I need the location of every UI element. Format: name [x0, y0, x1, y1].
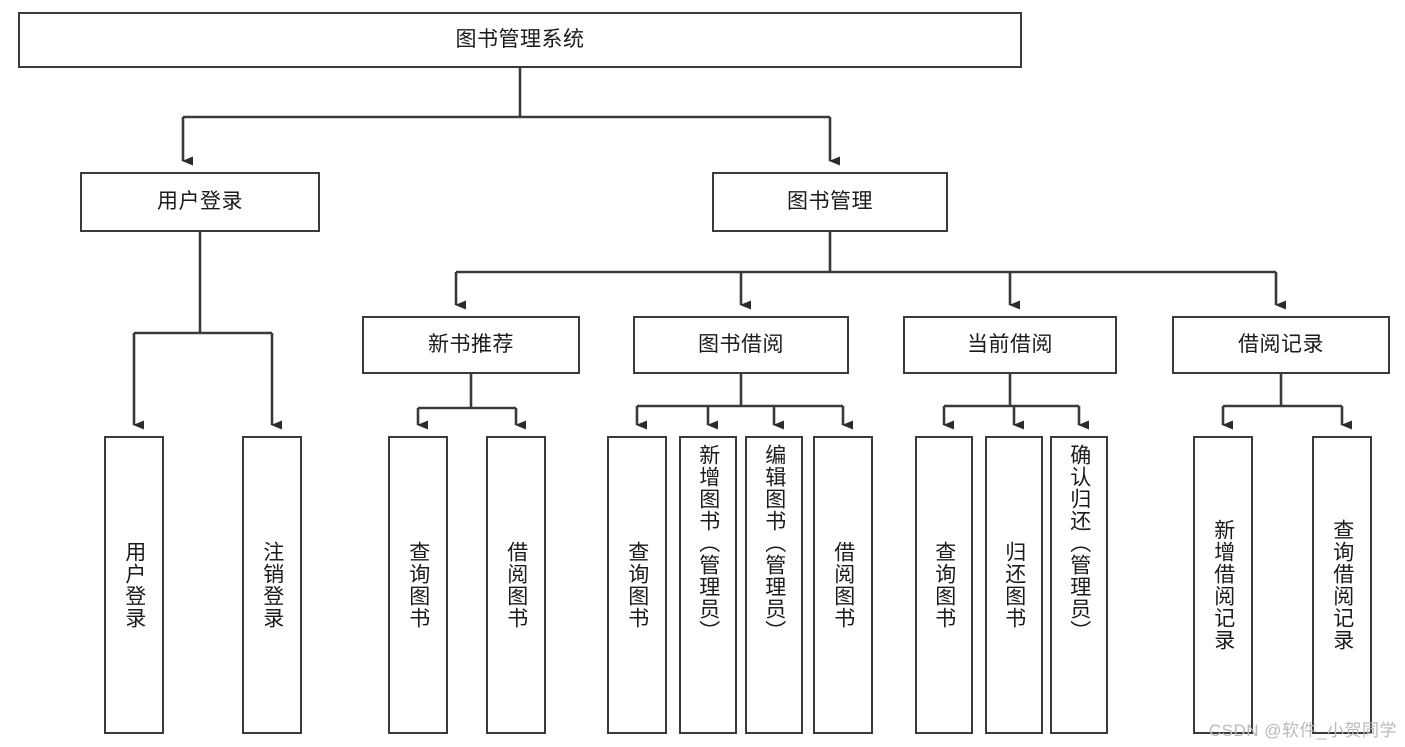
node-leaf-1-注销登录-label: 注销登录	[260, 541, 284, 629]
node-leaf-11-新增借阅记录-label: 新增借阅记录	[1211, 519, 1235, 651]
node-leaf-8-查询图书-label: 查询图书	[932, 541, 956, 629]
node-level3-新书推荐-label: 新书推荐	[428, 333, 514, 357]
node-level3-图书借阅[interactable]: 图书借阅	[633, 316, 849, 374]
node-leaf-9-归还图书[interactable]: 归还图书	[985, 436, 1043, 734]
node-leaf-1-注销登录[interactable]: 注销登录	[242, 436, 302, 734]
node-leaf-6-编辑图书（管理员）[interactable]: 编辑图书（管理员）	[745, 436, 803, 734]
node-level3-当前借阅-label: 当前借阅	[967, 333, 1053, 357]
node-level3-新书推荐[interactable]: 新书推荐	[362, 316, 580, 374]
node-leaf-5-新增图书（管理员）-label: 新增图书（管理员）	[696, 444, 720, 642]
node-leaf-12-查询借阅记录[interactable]: 查询借阅记录	[1312, 436, 1372, 734]
node-leaf-3-借阅图书[interactable]: 借阅图书	[486, 436, 546, 734]
node-level3-图书借阅-label: 图书借阅	[698, 333, 784, 357]
node-level3-当前借阅[interactable]: 当前借阅	[903, 316, 1117, 374]
node-leaf-11-新增借阅记录[interactable]: 新增借阅记录	[1193, 436, 1253, 734]
node-leaf-2-查询图书-label: 查询图书	[406, 541, 430, 629]
node-level2-图书管理[interactable]: 图书管理	[712, 172, 948, 232]
node-leaf-7-借阅图书[interactable]: 借阅图书	[813, 436, 873, 734]
node-leaf-10-确认归还（管理员）-label: 确认归还（管理员）	[1067, 444, 1091, 642]
node-leaf-4-查询图书[interactable]: 查询图书	[607, 436, 667, 734]
node-level2-用户登录-label: 用户登录	[157, 190, 243, 214]
node-leaf-3-借阅图书-label: 借阅图书	[504, 541, 528, 629]
node-leaf-0-用户登录[interactable]: 用户登录	[104, 436, 164, 734]
node-level2-图书管理-label: 图书管理	[787, 190, 873, 214]
node-leaf-12-查询借阅记录-label: 查询借阅记录	[1330, 519, 1354, 651]
node-level3-借阅记录[interactable]: 借阅记录	[1172, 316, 1390, 374]
node-leaf-5-新增图书（管理员）[interactable]: 新增图书（管理员）	[679, 436, 737, 734]
node-root-图书管理系统[interactable]: 图书管理系统	[18, 12, 1022, 68]
watermark-text: CSDN @软件_小贺同学	[1208, 721, 1397, 740]
node-leaf-2-查询图书[interactable]: 查询图书	[388, 436, 448, 734]
node-leaf-6-编辑图书（管理员）-label: 编辑图书（管理员）	[762, 444, 786, 642]
node-leaf-0-用户登录-label: 用户登录	[122, 541, 146, 629]
node-level2-用户登录[interactable]: 用户登录	[80, 172, 320, 232]
node-root-图书管理系统-label: 图书管理系统	[455, 28, 585, 52]
node-level3-借阅记录-label: 借阅记录	[1238, 333, 1324, 357]
node-leaf-9-归还图书-label: 归还图书	[1002, 541, 1026, 629]
node-leaf-7-借阅图书-label: 借阅图书	[831, 541, 855, 629]
node-leaf-8-查询图书[interactable]: 查询图书	[915, 436, 973, 734]
node-leaf-4-查询图书-label: 查询图书	[625, 541, 649, 629]
node-leaf-10-确认归还（管理员）[interactable]: 确认归还（管理员）	[1050, 436, 1108, 734]
